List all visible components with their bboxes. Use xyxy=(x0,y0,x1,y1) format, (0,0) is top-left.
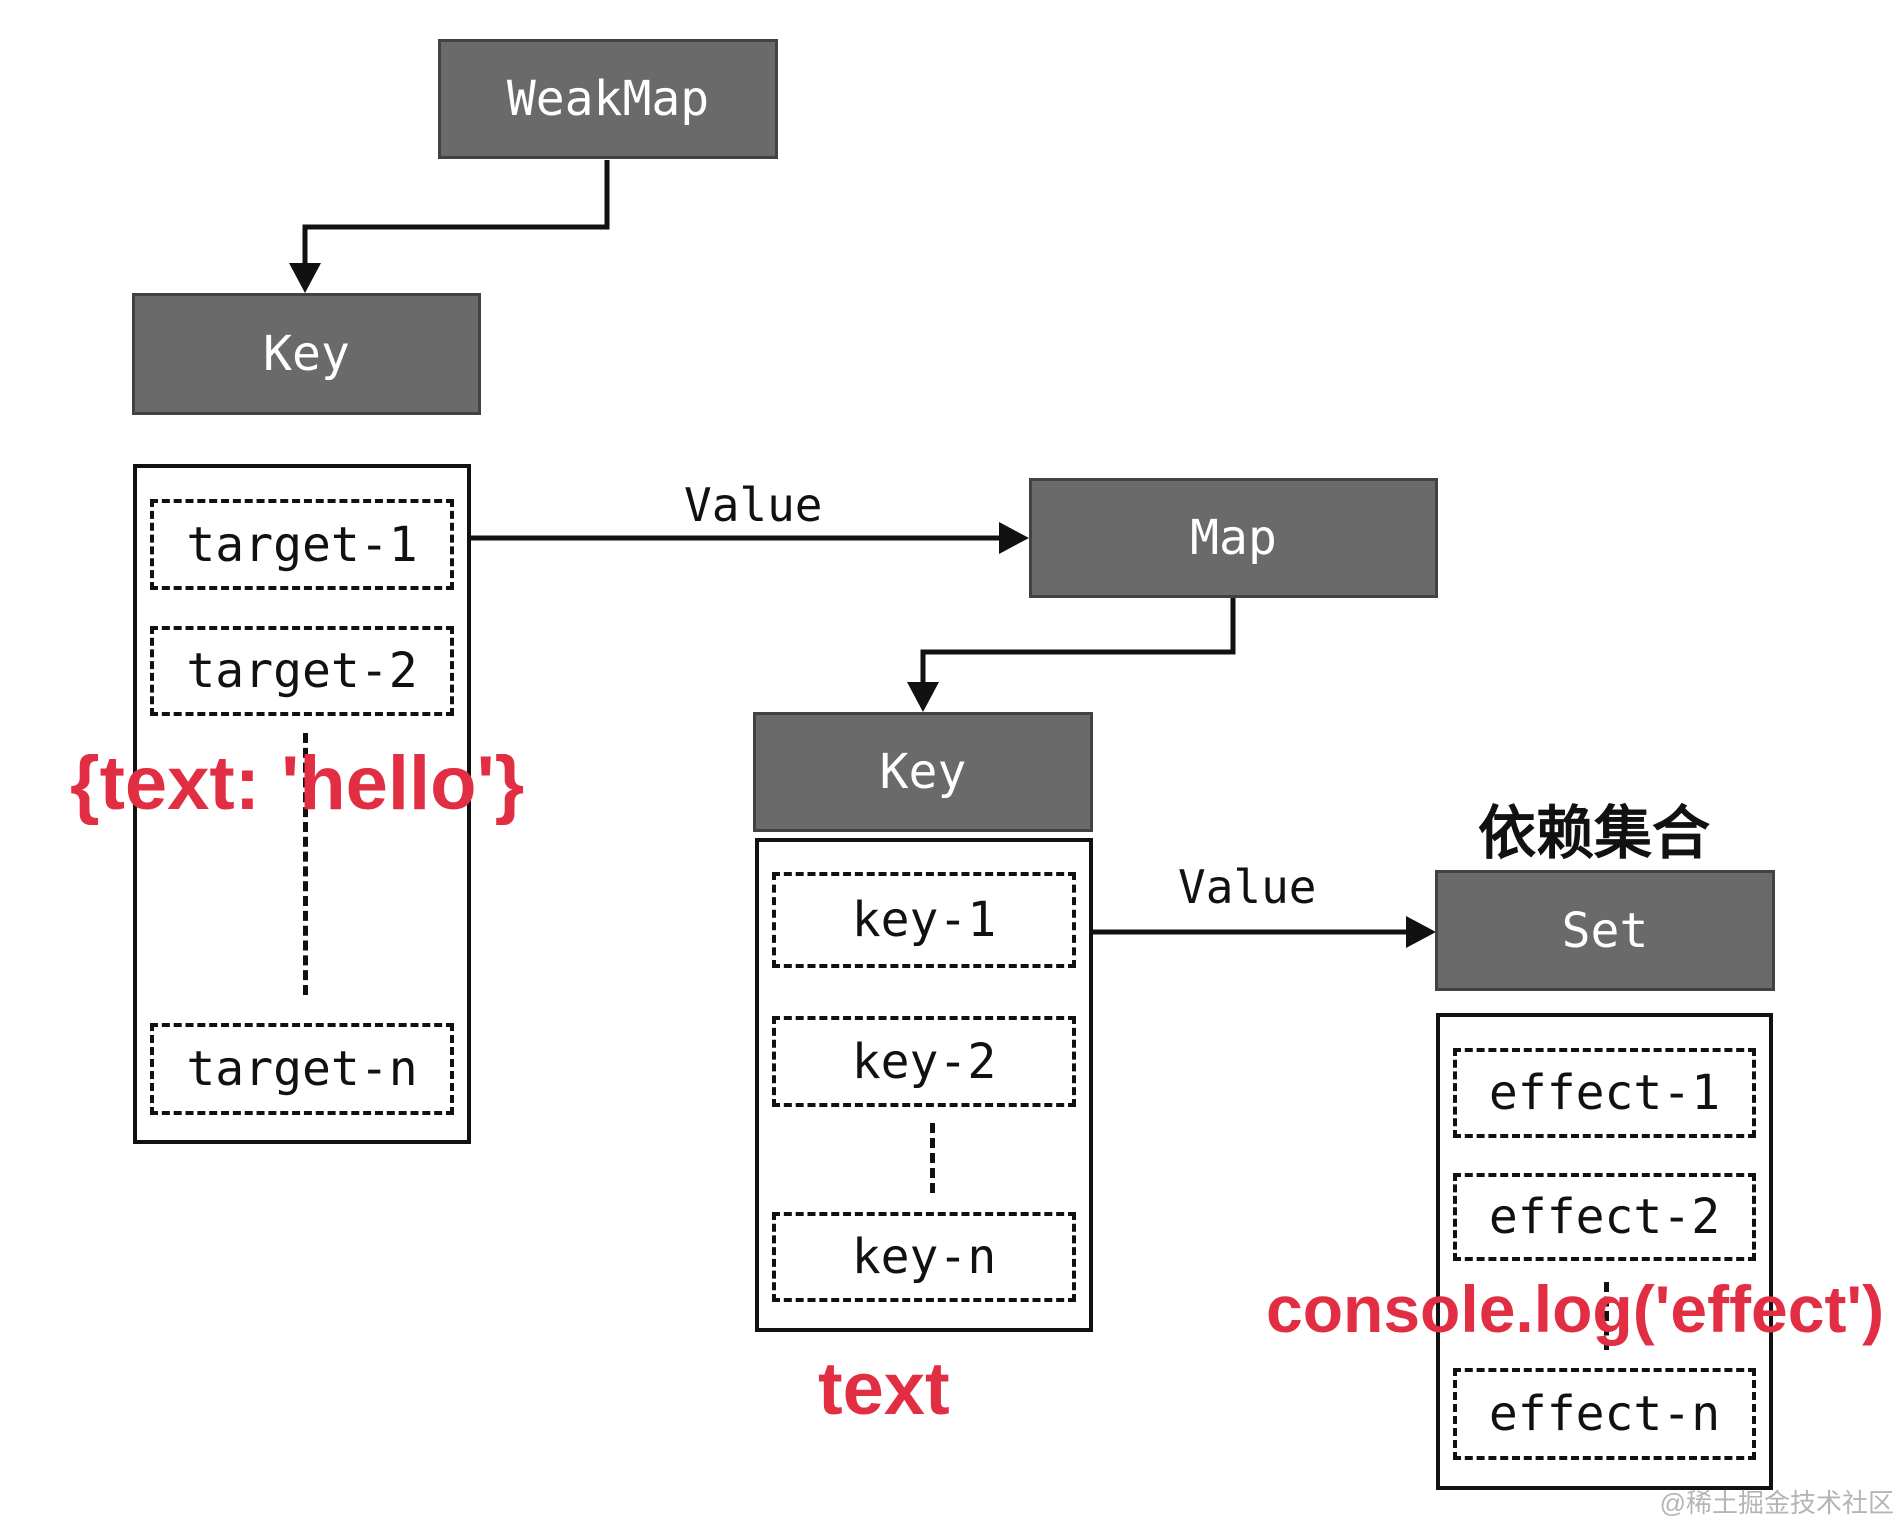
map-node: Map xyxy=(1029,478,1438,598)
effect-item: effect-1 xyxy=(1453,1048,1756,1138)
hello-object-annotation: {text: 'hello'} xyxy=(70,741,525,826)
ellipsis-line xyxy=(303,733,308,995)
watermark: @稀土掘金技术社区 xyxy=(1659,1488,1894,1518)
text-annotation: text xyxy=(818,1347,950,1430)
console-log-annotation: console.log('effect') xyxy=(1266,1272,1885,1346)
value-edge-label: Value xyxy=(684,478,823,532)
target-list: target-1 target-2 target-n xyxy=(133,464,471,1144)
arrow-weakmap-to-key xyxy=(289,160,610,293)
effect-item: effect-2 xyxy=(1453,1173,1756,1261)
key-item: key-n xyxy=(772,1212,1076,1302)
effect-list: effect-1 effect-2 effect-n xyxy=(1436,1013,1773,1490)
effect-item: effect-n xyxy=(1453,1368,1756,1460)
ellipsis-line xyxy=(1604,1282,1609,1350)
key-node-keys: Key xyxy=(753,712,1093,832)
key-item: key-2 xyxy=(772,1016,1076,1107)
set-node: Set xyxy=(1435,870,1775,991)
ellipsis-line xyxy=(930,1123,935,1193)
key-item: key-1 xyxy=(772,872,1076,968)
dependency-set-label: 依赖集合 xyxy=(1478,801,1711,866)
arrow-map-to-key xyxy=(907,598,1236,712)
key-node-targets: Key xyxy=(132,293,481,415)
arrow-key1-to-set xyxy=(1080,916,1436,948)
value-edge-label: Value xyxy=(1178,860,1317,914)
key-list: key-1 key-2 key-n xyxy=(755,838,1093,1332)
target-item: target-n xyxy=(150,1023,454,1115)
target-item: target-2 xyxy=(150,626,454,716)
weakmap-node: WeakMap xyxy=(438,39,778,159)
target-item: target-1 xyxy=(150,499,454,590)
